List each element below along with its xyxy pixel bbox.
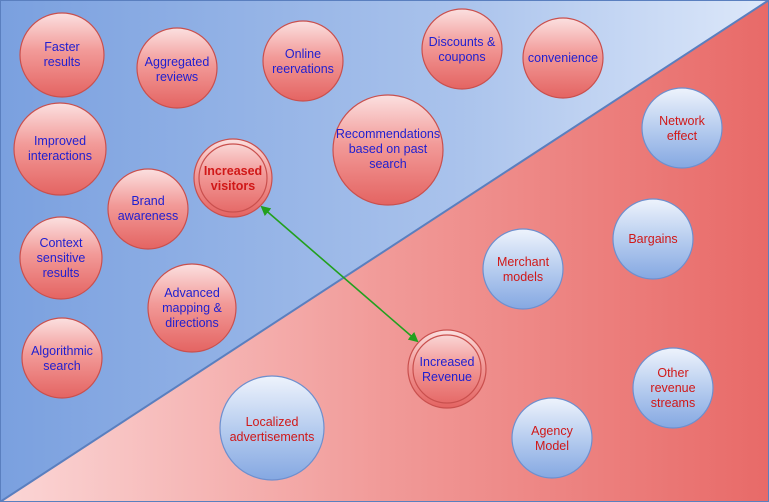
node-label: Discounts & bbox=[429, 35, 496, 49]
node-label: models bbox=[503, 270, 543, 284]
node-label: awareness bbox=[118, 209, 178, 223]
node-label: mapping & bbox=[162, 301, 222, 315]
node-label: interactions bbox=[28, 149, 92, 163]
node-label: sensitive bbox=[37, 251, 86, 265]
node-label: Bargains bbox=[628, 232, 677, 246]
node-label: Other bbox=[657, 366, 688, 380]
node-label: Improved bbox=[34, 134, 86, 148]
node-discounts-coupons: Discounts &coupons bbox=[421, 8, 503, 90]
node-label: based on past bbox=[349, 142, 428, 156]
node-label: results bbox=[43, 266, 80, 280]
node-label: Context bbox=[39, 236, 83, 250]
node-label: Agency bbox=[531, 424, 573, 438]
node-label: Revenue bbox=[422, 370, 472, 384]
node-label: Algorithmic bbox=[31, 344, 93, 358]
node-label: Network bbox=[659, 114, 706, 128]
node-label: results bbox=[44, 55, 81, 69]
node-label: effect bbox=[667, 129, 698, 143]
bidirectional-arrow bbox=[260, 205, 419, 343]
node-label: convenience bbox=[528, 51, 598, 65]
node-label: Brand bbox=[131, 194, 164, 208]
node-label: Increased bbox=[420, 355, 475, 369]
node-label: Recommendations bbox=[336, 127, 440, 141]
node-label: Merchant bbox=[497, 255, 550, 269]
node-label: reviews bbox=[156, 70, 198, 84]
node-label: Model bbox=[535, 439, 569, 453]
node-label: streams bbox=[651, 396, 695, 410]
node-label: Online bbox=[285, 47, 321, 61]
node-label: search bbox=[369, 157, 407, 171]
svg-text:Discounts &coupons: Discounts &coupons bbox=[429, 35, 496, 64]
node-label: Faster bbox=[44, 40, 79, 54]
svg-text:convenience: convenience bbox=[528, 51, 598, 65]
node-label: revenue bbox=[650, 381, 695, 395]
node-label: Advanced bbox=[164, 286, 220, 300]
node-label: search bbox=[43, 359, 81, 373]
node-label: directions bbox=[165, 316, 219, 330]
node-label: coupons bbox=[438, 50, 485, 64]
node-convenience: convenience bbox=[522, 17, 604, 99]
node-label: advertisements bbox=[230, 430, 315, 444]
node-bargains: Bargains bbox=[612, 198, 694, 280]
svg-text:Bargains: Bargains bbox=[628, 232, 677, 246]
node-label: Aggregated bbox=[145, 55, 210, 69]
node-label: Localized bbox=[246, 415, 299, 429]
node-label: Increased bbox=[204, 164, 262, 178]
node-label: reervations bbox=[272, 62, 334, 76]
node-label: visitors bbox=[211, 179, 256, 193]
